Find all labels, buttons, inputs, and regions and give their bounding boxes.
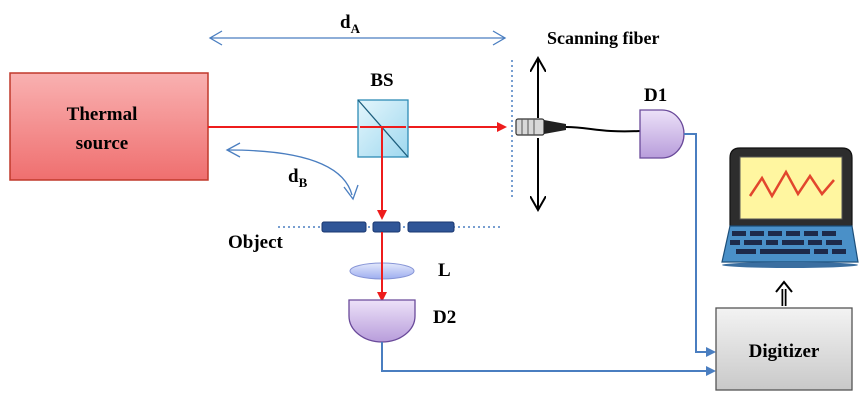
thermal-source-label-line1: Thermal xyxy=(67,104,138,125)
distance-db-label: dB xyxy=(288,166,308,190)
object-label: Object xyxy=(228,232,284,253)
detector-d2-label: D2 xyxy=(433,307,456,328)
digitizer-to-computer-arrow xyxy=(775,280,793,306)
scanning-fiber-label: Scanning fiber xyxy=(547,28,660,48)
detector-d1: D1 xyxy=(639,85,685,159)
distance-db-curve xyxy=(227,149,353,196)
wire-d1-to-digitizer xyxy=(684,133,716,357)
thermal-source: Thermal source xyxy=(9,72,209,181)
object-segment-1 xyxy=(321,221,367,233)
object-segment-2 xyxy=(372,221,401,233)
wire-d2-to-digitizer xyxy=(381,342,716,376)
laptop-icon xyxy=(721,147,859,268)
digitizer: Digitizer xyxy=(715,307,853,391)
distance-da: dA xyxy=(208,12,507,46)
detector-d1-label: D1 xyxy=(644,85,667,106)
digitizer-box xyxy=(715,307,853,391)
thermal-source-box xyxy=(9,72,209,181)
distance-db-end-arrowhead xyxy=(343,184,359,201)
lens: L xyxy=(349,260,451,281)
lens-label: L xyxy=(438,260,451,281)
detector-d1-body xyxy=(639,109,685,159)
fiber-cable xyxy=(565,126,641,133)
distance-da-right-arrowhead xyxy=(492,30,507,46)
beam-splitter-label: BS xyxy=(370,70,393,91)
object-plane: Object xyxy=(228,221,500,253)
object-segment-3 xyxy=(407,221,455,233)
digitizer-label: Digitizer xyxy=(749,341,820,362)
scanning-fiber: Scanning fiber xyxy=(511,28,660,210)
fiber-connector-icon xyxy=(515,118,566,136)
detector-d2: D2 xyxy=(348,299,456,343)
distance-da-label: dA xyxy=(340,12,361,36)
thermal-source-label-line2: source xyxy=(76,133,128,154)
distance-db: dB xyxy=(225,142,359,201)
distance-da-left-arrowhead xyxy=(208,30,223,46)
detector-d2-body xyxy=(348,299,416,343)
distance-db-start-arrowhead xyxy=(225,142,241,158)
